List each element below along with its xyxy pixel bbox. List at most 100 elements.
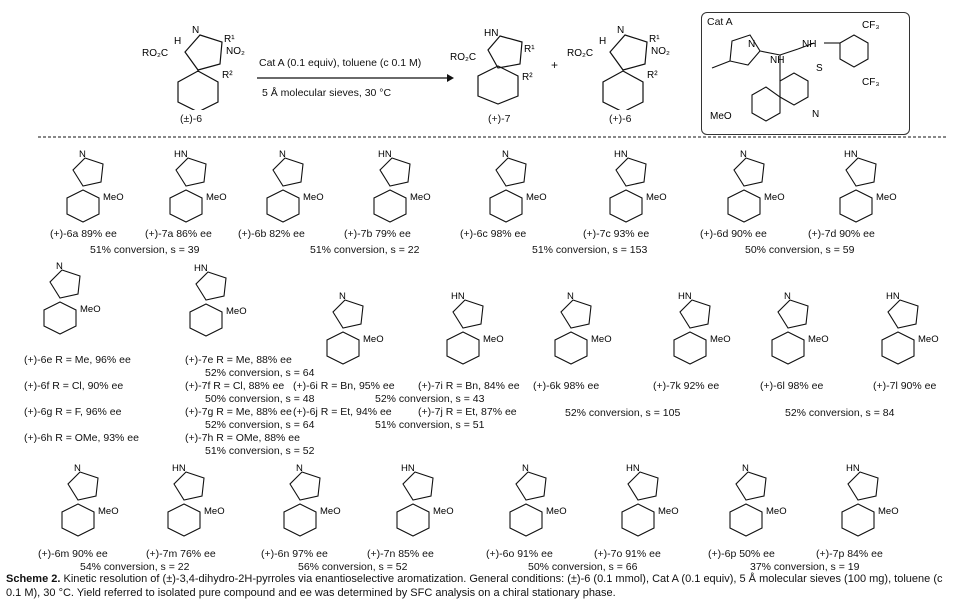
atom-substituent: MeO xyxy=(303,192,324,203)
reaction-arrow xyxy=(257,74,454,82)
atom-n: N xyxy=(192,25,199,36)
conversion-selectivity: 51% conversion, s = 39 xyxy=(90,244,200,256)
conditions-line1: Cat A (0.1 equiv), toluene (c 0.1 M) xyxy=(259,57,422,69)
atom-cf3-bottom: CF₃ xyxy=(862,77,879,88)
atom-substituent: MeO xyxy=(646,192,667,203)
atom-substituent: MeO xyxy=(204,506,225,517)
atom-r1: R¹ xyxy=(524,44,535,55)
recovered-structure: N R¹ NO₂ RO₂C H R² xyxy=(567,25,670,110)
conversion-selectivity: 51% conversion, s = 153 xyxy=(532,244,648,256)
compound-label: (+)-7i R = Bn, 84% ee xyxy=(418,380,520,392)
compound-label: (+)-7a 86% ee xyxy=(145,228,212,240)
structure-dihydropyrrole: N MeO xyxy=(729,463,787,537)
product-label: (+)-7 xyxy=(488,113,511,125)
atom-n: N xyxy=(617,25,624,36)
atom-substituent: MeO xyxy=(710,334,731,345)
conversion-selectivity: 54% conversion, s = 22 xyxy=(80,561,190,573)
compound-label: (+)-7p 84% ee xyxy=(816,548,883,560)
compound-label: (+)-6a 89% ee xyxy=(50,228,117,240)
compound-label: (+)-6p 50% ee xyxy=(708,548,775,560)
atom-r1: R¹ xyxy=(649,34,660,45)
atom-substituent: MeO xyxy=(206,192,227,203)
compound-label: (+)-7h R = OMe, 88% ee xyxy=(185,432,300,444)
compound-label: (+)-6o 91% ee xyxy=(486,548,553,560)
atom-nh-1: NH xyxy=(802,39,816,50)
atom-s: S xyxy=(816,63,823,74)
structure-dihydropyrrole: N MeO xyxy=(554,291,612,365)
atom-n-quinoline: N xyxy=(812,109,819,120)
compound-label: (+)-6l 98% ee xyxy=(760,380,824,392)
compound-label: (+)-7b 79% ee xyxy=(344,228,411,240)
atom-substituent: MeO xyxy=(363,334,384,345)
structure-pyrrole: HN MeO xyxy=(169,149,227,223)
structure-pyrrole: HN MeO xyxy=(446,291,504,365)
conditions-line2: 5 Å molecular sieves, 30 °C xyxy=(262,87,392,99)
atom-h: H xyxy=(599,36,606,47)
catalyst-structure: CF₃ CF₃ NH NH S N N MeO xyxy=(710,20,879,122)
catalyst-box: Cat A CF₃ CF₃ NH NH S N N MeO xyxy=(701,12,910,135)
compound-label: (+)-6n 97% ee xyxy=(261,548,328,560)
atom-substituent: MeO xyxy=(98,506,119,517)
atom-h: H xyxy=(174,36,181,47)
atom-n: N xyxy=(339,291,346,302)
atom-substituent: MeO xyxy=(591,334,612,345)
plus-sign: + xyxy=(551,58,559,72)
atom-n: N xyxy=(56,261,63,272)
atom-n: N xyxy=(567,291,574,302)
atom-n: N xyxy=(784,291,791,302)
structure-dihydropyrrole: N MeO xyxy=(61,463,119,537)
atom-r1: R¹ xyxy=(224,34,235,45)
atom-n: HN xyxy=(614,149,628,160)
atom-no2: NO₂ xyxy=(651,46,670,57)
dashed-divider xyxy=(38,136,948,138)
compound-label: (+)-7m 76% ee xyxy=(146,548,216,560)
atom-no2: NO₂ xyxy=(226,46,245,57)
atom-n: N xyxy=(522,463,529,474)
compound-label: (+)-7f R = Cl, 88% ee xyxy=(185,380,285,392)
compound-label: (+)-7j R = Et, 87% ee xyxy=(418,406,517,418)
compound-label: (+)-7d 90% ee xyxy=(808,228,875,240)
atom-substituent: MeO xyxy=(483,334,504,345)
atom-ro2c: RO₂C xyxy=(450,52,476,63)
atom-n: HN xyxy=(451,291,465,302)
reactant-label: (±)-6 xyxy=(180,113,203,125)
conversion-selectivity: 56% conversion, s = 52 xyxy=(298,561,408,573)
caption-text: Kinetic resolution of (±)-3,4-dihydro-2H… xyxy=(6,573,943,599)
structure-dihydropyrrole: N MeO xyxy=(326,291,384,365)
structure-dihydropyrrole: N MeO xyxy=(43,261,101,335)
structure-pyrrole: HN MeO xyxy=(373,149,431,223)
atom-n: N xyxy=(742,463,749,474)
atom-n: HN xyxy=(174,149,188,160)
atom-n: N xyxy=(74,463,81,474)
compound-label: (+)-6j R = Et, 94% ee xyxy=(293,406,392,418)
atom-substituent: MeO xyxy=(766,506,787,517)
structure-pyrrole: HN MeO xyxy=(609,149,667,223)
compound-label: (+)-6h R = OMe, 93% ee xyxy=(24,432,139,444)
compound-label: (+)-7o 91% ee xyxy=(594,548,661,560)
structure-dihydropyrrole: N MeO xyxy=(266,149,324,223)
atom-substituent: MeO xyxy=(80,304,101,315)
atom-n: HN xyxy=(678,291,692,302)
atom-n: HN xyxy=(194,263,208,274)
atom-n: N xyxy=(279,149,286,160)
conversion-selectivity: 52% conversion, s = 64 xyxy=(205,419,315,431)
atom-substituent: MeO xyxy=(410,192,431,203)
compound-label: (+)-6c 98% ee xyxy=(460,228,527,240)
compound-label: (+)-7c 93% ee xyxy=(583,228,650,240)
conversion-selectivity: 50% conversion, s = 66 xyxy=(528,561,638,573)
atom-substituent: MeO xyxy=(658,506,679,517)
compound-label: (+)-6b 82% ee xyxy=(238,228,305,240)
atom-substituent: MeO xyxy=(320,506,341,517)
atom-n: HN xyxy=(378,149,392,160)
atom-ro2c: RO₂C xyxy=(142,48,168,59)
atom-n: HN xyxy=(626,463,640,474)
recovered-label: (+)-6 xyxy=(609,113,632,125)
